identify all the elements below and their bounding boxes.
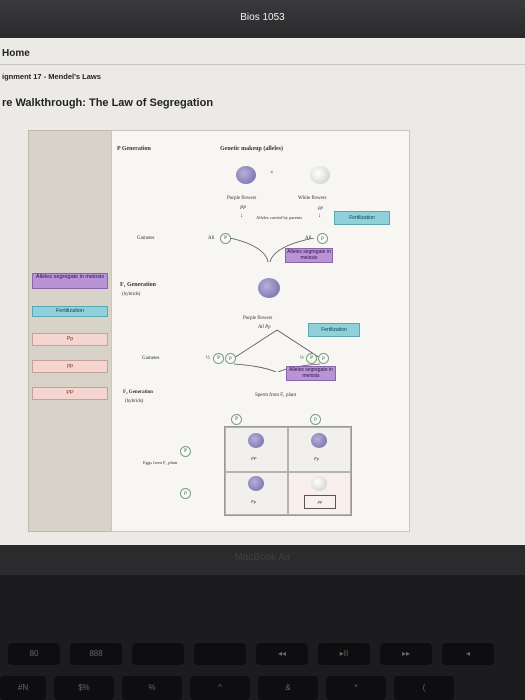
- screen: Bios 1053 Home ignment 17 - Mendel's Law…: [0, 0, 525, 545]
- diagram-panel-right: [359, 130, 410, 532]
- punnett-cell: Pp: [288, 427, 351, 472]
- f1-generation-label: F₁ Generation: [120, 282, 156, 288]
- purple-flower-icon: [236, 166, 256, 184]
- key-f4[interactable]: 888: [70, 643, 122, 665]
- white-flower-icon: [310, 166, 330, 184]
- drop-target-genotype[interactable]: pp: [304, 495, 336, 509]
- key-7[interactable]: &: [258, 676, 318, 700]
- hybrids-2-label: (hybrids): [125, 399, 144, 404]
- all-label: All: [208, 236, 215, 241]
- page-title: re Walkthrough: The Law of Segregation: [2, 97, 214, 109]
- gamete-merge-lines: [230, 238, 315, 263]
- allele-p-icon: p: [180, 488, 191, 499]
- window-title: Bios 1053: [240, 12, 285, 23]
- punnett-cell: Pp: [225, 472, 288, 515]
- key-f3[interactable]: 80: [8, 643, 60, 665]
- allele-P-icon: P: [306, 353, 317, 364]
- purple-flowers-f1-label: Purple flowers: [243, 316, 273, 321]
- arrow-down-icon: ↓: [240, 213, 243, 219]
- purple-flower-icon: [248, 433, 264, 448]
- p-generation-label: P Generation: [117, 146, 151, 152]
- cell-genotype: Pp: [251, 499, 256, 504]
- gametes-f1-label: Gametes: [142, 356, 160, 361]
- purple-flower-icon: [311, 433, 327, 448]
- genetic-makeup-label: Genetic makeup (alleles): [220, 146, 283, 152]
- drop-target-segregate[interactable]: Alleles segregate in meiosis: [285, 248, 333, 263]
- allele-p-icon: p: [225, 353, 236, 364]
- page-content: Home ignment 17 - Mendel's Laws re Walkt…: [0, 38, 525, 545]
- label-bank: [28, 130, 112, 532]
- hybrids-label: (hybrids): [122, 292, 141, 297]
- breadcrumb-assignment[interactable]: ignment 17 - Mendel's Laws: [2, 72, 101, 81]
- draggable-label-Pp[interactable]: Pp: [32, 333, 108, 346]
- key-8[interactable]: *: [326, 676, 386, 700]
- all-Pp-label: All Pp: [258, 325, 271, 330]
- allele-P-icon: P: [231, 414, 242, 425]
- alleles-carried-label: Alleles carried by parents: [256, 215, 303, 220]
- key-4[interactable]: $%: [54, 676, 114, 700]
- key-f7[interactable]: ◂◂: [256, 643, 308, 665]
- draggable-label-segregate[interactable]: Alleles segregate in meiosis: [32, 273, 108, 289]
- white-flowers-label: White flowers: [298, 196, 327, 201]
- allele-p-icon: p: [318, 353, 329, 364]
- punnett-square: PP Pp Pp pp: [224, 426, 352, 516]
- key-f9[interactable]: ▸▸: [380, 643, 432, 665]
- drop-target-fertilization-2[interactable]: Fertilization: [308, 323, 360, 337]
- allele-p-icon: p: [317, 233, 328, 244]
- key-f10[interactable]: ◂: [442, 643, 494, 665]
- arrow-down-icon: ↓: [318, 213, 321, 219]
- key-f5[interactable]: [132, 643, 184, 665]
- draggable-label-pp[interactable]: pp: [32, 360, 108, 373]
- cell-genotype: Pp: [314, 456, 319, 461]
- gametes-label: Gametes: [137, 236, 155, 241]
- genotype-pp: pp: [318, 206, 323, 211]
- browser-title-bar: Bios 1053: [0, 0, 525, 38]
- punnett-cell: pp: [288, 472, 351, 515]
- white-flower-icon: [311, 476, 327, 491]
- punnett-cell: PP: [225, 427, 288, 472]
- breadcrumb-home[interactable]: Home: [2, 48, 30, 59]
- half-label: ½: [206, 356, 210, 361]
- f2-generation-label: F₂ Generation: [123, 390, 153, 395]
- half-label: ½: [300, 356, 304, 361]
- key-5[interactable]: %: [122, 676, 182, 700]
- key-f8[interactable]: ▸II: [318, 643, 370, 665]
- draggable-label-PP[interactable]: PP: [32, 387, 108, 400]
- purple-flower-icon: [248, 476, 264, 491]
- purple-flower-icon: [258, 278, 280, 298]
- cross-symbol: ×: [270, 170, 274, 176]
- genotype-PP: PP: [240, 206, 247, 211]
- cell-genotype: PP: [251, 456, 257, 461]
- draggable-label-fertilization[interactable]: Fertilization: [32, 306, 108, 317]
- key-9[interactable]: (: [394, 676, 454, 700]
- laptop-bezel: [0, 545, 525, 575]
- allele-P-icon: P: [180, 446, 191, 457]
- all-label: All: [305, 236, 312, 241]
- eggs-from-label: Eggs from F₁ plant: [143, 460, 178, 465]
- drop-target-segregate-2[interactable]: Alleles segregate in meiosis: [286, 366, 336, 381]
- purple-flowers-label: Purple flowers: [227, 196, 257, 201]
- divider: [0, 64, 525, 65]
- sperm-from-label: Sperm from F₁ plant: [255, 393, 297, 398]
- key-6[interactable]: ^: [190, 676, 250, 700]
- laptop-brand: MacBook Air: [234, 552, 291, 563]
- allele-p-icon: p: [310, 414, 321, 425]
- key-3[interactable]: #N: [0, 676, 46, 700]
- key-f6[interactable]: [194, 643, 246, 665]
- allele-P-icon: P: [213, 353, 224, 364]
- drop-target-fertilization[interactable]: Fertilization: [334, 211, 390, 225]
